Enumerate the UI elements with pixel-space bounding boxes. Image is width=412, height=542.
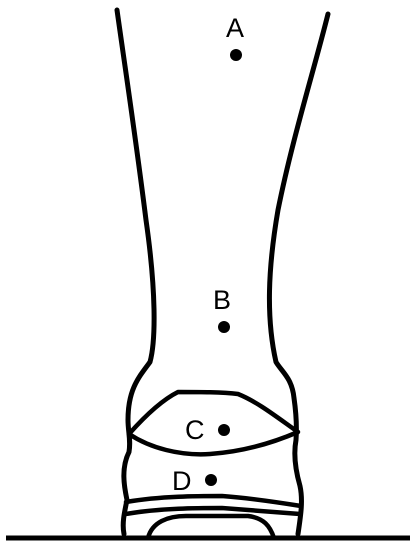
boot-lower-band (126, 496, 301, 506)
point-a: A (226, 13, 244, 61)
point-d-label: D (172, 466, 192, 496)
point-a-label: A (226, 13, 244, 43)
point-c-label: C (185, 415, 205, 445)
point-d: D (172, 466, 217, 496)
point-c-dot (218, 424, 230, 436)
boot-upper-band (129, 392, 298, 454)
point-a-dot (230, 49, 242, 61)
point-b-label: B (213, 285, 231, 315)
leg-outline-left (117, 10, 154, 534)
boot-toe-line (126, 508, 300, 514)
leg-outline-right (269, 14, 328, 534)
boot-sole-arch (148, 516, 274, 538)
point-d-dot (205, 474, 217, 486)
point-b-dot (218, 321, 230, 333)
point-c: C (185, 415, 230, 445)
point-b: B (213, 285, 231, 333)
